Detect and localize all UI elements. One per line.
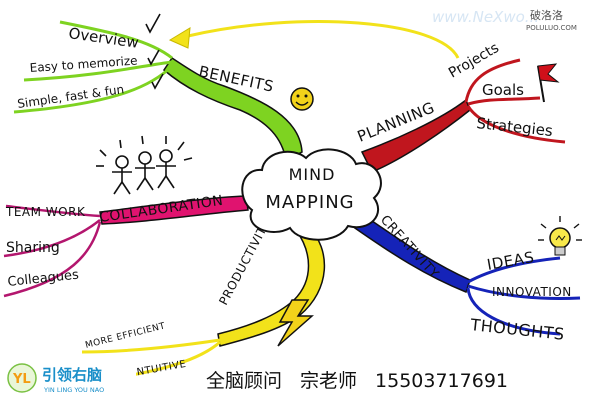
- cycle-arrow-head: [168, 27, 191, 49]
- collaboration-label: COLLABORATION: [98, 193, 224, 226]
- benefits-item-overview: Overview: [67, 24, 139, 52]
- creativity-branch-shape: [350, 212, 471, 293]
- benefits-sub-line-3: [13, 64, 174, 114]
- branch-collaboration: COLLABORATION TEAM WORK Sharing Colleagu…: [3, 135, 249, 298]
- footer-logo: YL 引领右脑 YIN LING YOU NAO: [4, 358, 136, 398]
- light-bulb-icon: [538, 216, 582, 256]
- center-node: MIND MAPPING: [241, 148, 382, 241]
- center-title-line-2: MAPPING: [265, 192, 354, 213]
- planning-sub-line-1: [464, 58, 521, 103]
- watermark-site: POLULUO.COM: [526, 24, 577, 32]
- footer-phone: 15503717691: [375, 370, 509, 392]
- planning-item-goals: Goals: [482, 81, 524, 99]
- benefits-sub-line-2: [23, 60, 173, 82]
- planning-sub-line-2: [467, 96, 541, 106]
- logo-mark-icon: YL 引领右脑 YIN LING YOU NAO: [7, 363, 104, 394]
- flag-icon: [537, 63, 560, 103]
- logo-sub-text: YIN LING YOU NAO: [43, 386, 104, 394]
- footer-person: 宗老师: [300, 370, 358, 392]
- branch-benefits: BENEFITS Overview Easy to memorize Simpl…: [13, 13, 314, 162]
- planning-item-strategies: Strategies: [476, 114, 554, 140]
- planning-sub-line-3: [466, 105, 566, 144]
- collaboration-item-colleagues: Colleagues: [7, 268, 80, 290]
- branch-planning: PLANNING Projects Goals Strategies: [355, 40, 566, 173]
- center-cloud-shape: [241, 148, 382, 241]
- productivity-item-intuitive: INTUITIVE: [133, 359, 188, 379]
- watermark-corner: 破洛洛: [530, 8, 563, 22]
- footer-title: 全脑顾问: [206, 370, 283, 392]
- logo-mark-text: YL: [12, 372, 31, 387]
- creativity-item-innovation: INNOVATION: [492, 285, 572, 299]
- planning-item-projects: Projects: [446, 40, 502, 81]
- cycle-arrow-line: [187, 20, 460, 59]
- productivity-sub-line-1: [81, 338, 221, 354]
- watermark-url: www.NeXwo...: [432, 8, 539, 26]
- lightning-bolt-icon: [277, 299, 314, 347]
- check-icon: [147, 49, 160, 66]
- branch-productivity: PRODUCTIVITY MORE EFFICIENT INTUITIVE: [81, 217, 326, 382]
- creativity-item-thoughts: THOUGHTS: [469, 315, 566, 344]
- collaboration-branch-shape: [99, 195, 249, 225]
- creativity-item-ideas: IDEAS: [486, 248, 536, 274]
- benefits-branch-shape: [163, 56, 303, 162]
- benefits-item-easy: Easy to memorize: [29, 53, 138, 75]
- smiley-icon: [290, 87, 314, 111]
- team-icon: [96, 135, 193, 195]
- creativity-sub-line-3: [466, 287, 561, 336]
- creativity-sub-line-1: [467, 256, 561, 284]
- check-icon: [145, 13, 161, 34]
- logo-main-text: 引领右脑: [42, 366, 102, 384]
- collaboration-sub-line-1: [5, 204, 101, 218]
- creativity-sub-line-2: [467, 284, 581, 300]
- check-icon: [151, 73, 164, 90]
- watermark: www.NeXwo... 破洛洛 POLULUO.COM: [432, 8, 577, 32]
- productivity-item-more-efficient: MORE EFFICIENT: [84, 321, 166, 351]
- collaboration-item-sharing: Sharing: [6, 240, 60, 256]
- collaboration-item-teamwork: TEAM WORK: [5, 205, 86, 219]
- branch-creativity: CREATIVITY IDEAS INNOVATION THOUGHTS: [350, 212, 582, 344]
- benefits-sub-line-1: [59, 20, 173, 60]
- footer-contact: 全脑顾问宗老师 15503717691: [206, 366, 596, 394]
- center-title-line-1: MIND: [289, 165, 336, 184]
- cycle-arrow: [168, 20, 460, 59]
- collaboration-sub-line-3: [3, 221, 102, 298]
- collaboration-sub-line-2: [3, 219, 101, 258]
